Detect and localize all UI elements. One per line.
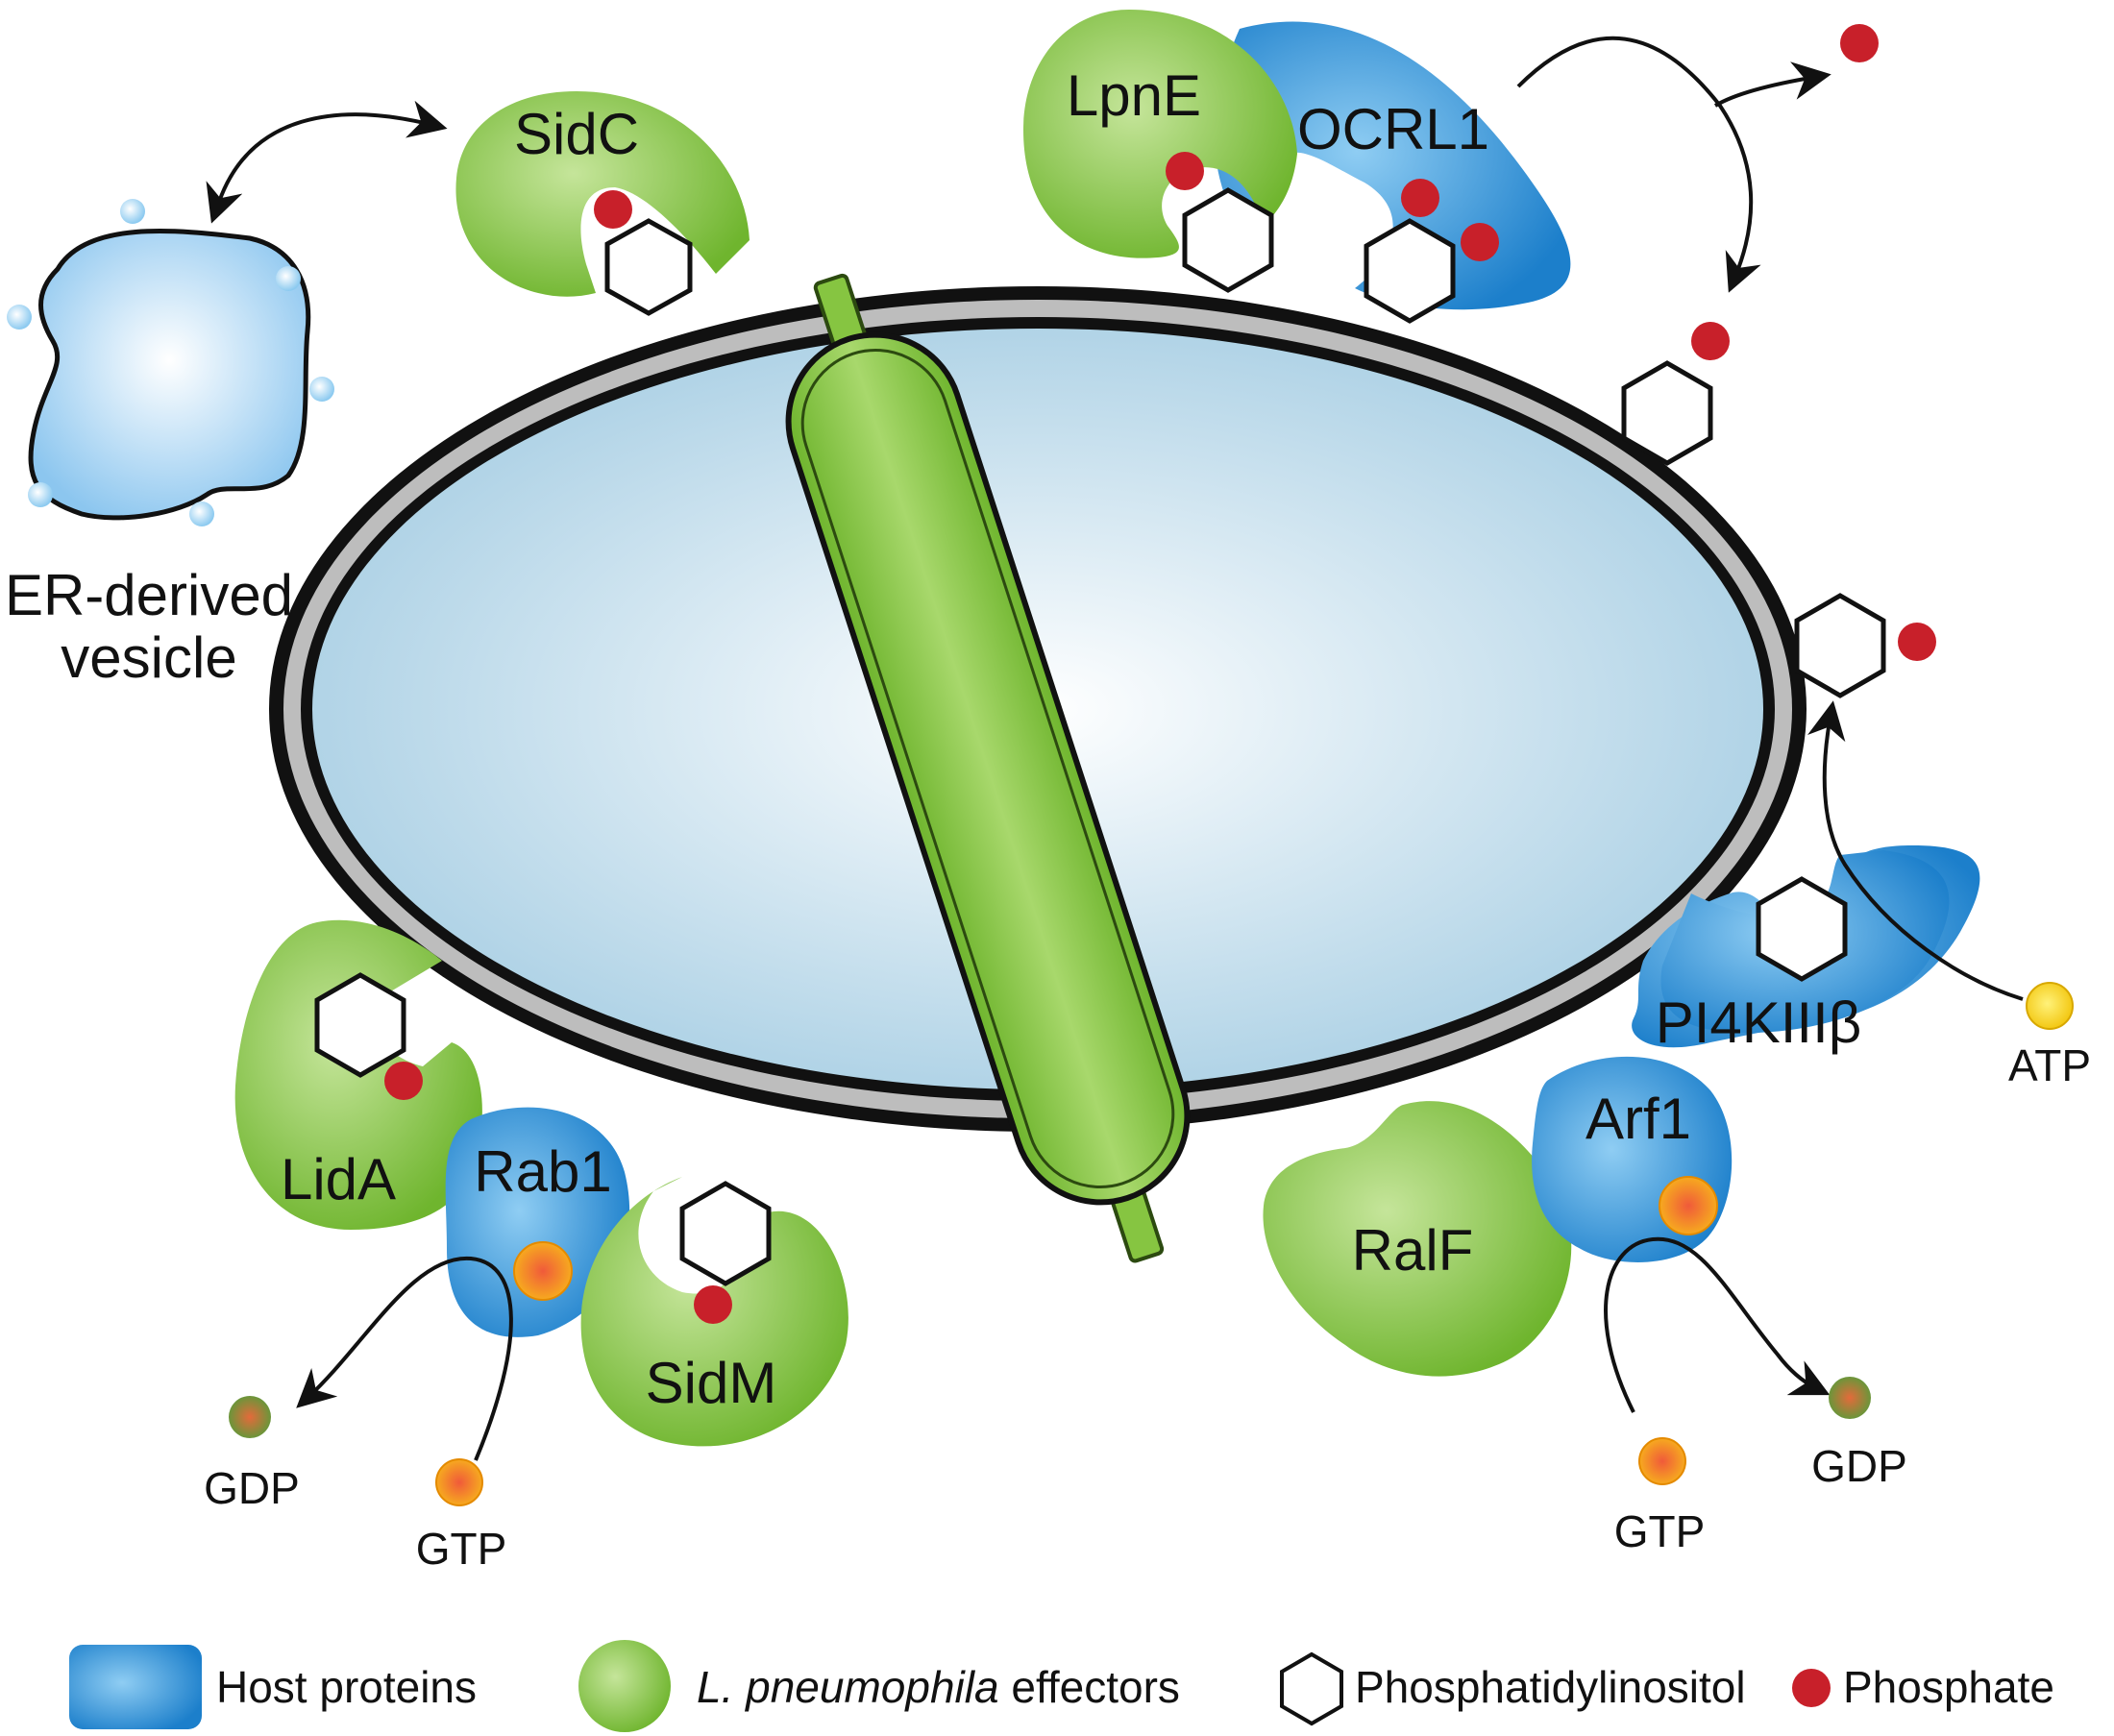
legend: Host proteins L. pneumophila effectors P… xyxy=(69,1640,2054,1732)
phosphate-icon xyxy=(1691,322,1730,360)
vesicle-label-line2: vesicle xyxy=(61,625,236,690)
rab1-label: Rab1 xyxy=(474,1139,611,1204)
legend-phosphate: Phosphate xyxy=(1792,1662,2054,1712)
phosphate-icon xyxy=(1461,223,1499,261)
gdp-left-label: GDP xyxy=(204,1463,300,1513)
vesicle-bead xyxy=(7,305,32,330)
phosphatidylinositol-icon xyxy=(679,1181,772,1286)
lida-label: LidA xyxy=(281,1147,396,1211)
ralf-effector xyxy=(1263,1101,1572,1377)
atp-label: ATP xyxy=(2008,1040,2091,1090)
legend-phosphate-label: Phosphate xyxy=(1843,1662,2054,1712)
phosphate-release-arrow xyxy=(1713,61,1831,108)
phosphate-icon xyxy=(694,1285,732,1324)
legend-host-label: Host proteins xyxy=(216,1662,477,1712)
er-derived-vesicle xyxy=(7,199,334,526)
phosphatidylinositol-icon xyxy=(1756,876,1848,982)
vesicle-sidc-arrow xyxy=(206,100,448,224)
rab1-nucleotide-exchange-arrow xyxy=(296,1256,513,1461)
legend-phosphatidylinositol: Phosphatidylinositol xyxy=(1280,1651,1746,1726)
phosphate-icon xyxy=(594,190,632,229)
legend-effectors-species: L. pneumophila xyxy=(697,1662,999,1712)
lpne-effector xyxy=(1023,10,1297,258)
sidm-label: SidM xyxy=(646,1351,777,1415)
phosphatidylinositol-icon xyxy=(1182,187,1274,293)
arf1-nucleotide-exchange-arrow xyxy=(1604,1236,1831,1413)
rab1-host-protein xyxy=(445,1107,630,1337)
gtp-right-icon xyxy=(1638,1437,1686,1485)
gtp-left-label: GTP xyxy=(416,1524,507,1574)
sidc-effector xyxy=(455,91,750,297)
legend-effectors-suffix: effectors xyxy=(999,1662,1180,1712)
atp-phosphorylation-arrow xyxy=(1807,700,2024,1001)
ocrl1-label: OCRL1 xyxy=(1297,97,1489,161)
vesicle-label-line1: ER-derived xyxy=(5,563,293,627)
vesicle-bead xyxy=(189,501,214,526)
vesicle-bead xyxy=(309,377,334,402)
phosphatidylinositol-icon xyxy=(1621,360,1713,466)
phosphatidylinositol-icon xyxy=(1364,218,1456,324)
lpne-label: LpnE xyxy=(1067,63,1201,128)
sidc-label: SidC xyxy=(514,102,639,166)
atp-icon xyxy=(2026,982,2074,1030)
gdp-right-icon xyxy=(1829,1377,1871,1419)
phosphate-icon xyxy=(1401,179,1439,217)
ocrl1-to-pi-arrow xyxy=(1516,36,1761,293)
arf1-bound-gtp-icon xyxy=(1659,1176,1718,1235)
legend-pi-label: Phosphatidylinositol xyxy=(1355,1662,1746,1712)
rab1-bound-gtp-icon xyxy=(513,1241,573,1301)
legend-effectors: L. pneumophila effectors xyxy=(578,1640,1180,1732)
legend-effectors-label: L. pneumophila effectors xyxy=(697,1662,1180,1712)
phosphate-icon xyxy=(1166,152,1204,190)
phosphate-icon xyxy=(1898,623,1936,661)
phosphatidylinositol-icon xyxy=(314,972,406,1078)
legend-phosphate-icon xyxy=(1792,1669,1831,1707)
gdp-left-icon xyxy=(229,1396,271,1438)
legend-host-proteins: Host proteins xyxy=(69,1645,477,1729)
ralf-label: RalF xyxy=(1352,1218,1474,1283)
vesicle-bead xyxy=(276,266,301,291)
gdp-right-label: GDP xyxy=(1811,1441,1907,1491)
bacterium-rod xyxy=(785,273,1191,1263)
vesicle-bead xyxy=(28,482,53,507)
phosphatidylinositol-icon xyxy=(604,218,693,316)
arf1-label: Arf1 xyxy=(1586,1087,1691,1151)
gtp-left-icon xyxy=(435,1458,483,1506)
legend-pi-icon xyxy=(1280,1651,1343,1726)
vesicle-bead xyxy=(120,199,145,224)
phosphatidylinositol-icon xyxy=(1794,593,1886,698)
pi4kiiib-label: PI4KIIIβ xyxy=(1656,990,1862,1055)
released-phosphate-icon xyxy=(1840,24,1879,62)
gtp-right-label: GTP xyxy=(1614,1506,1706,1556)
phosphate-icon xyxy=(384,1062,423,1100)
